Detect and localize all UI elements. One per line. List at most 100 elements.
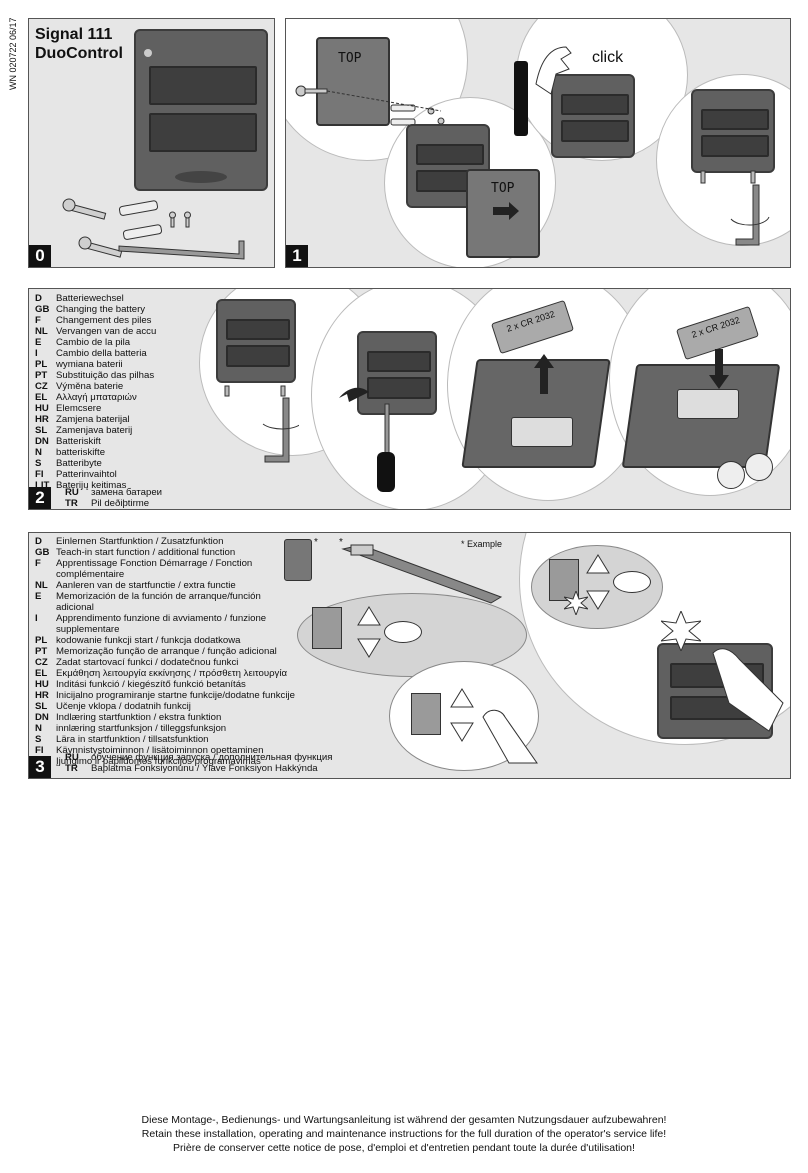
language-text: wymiana baterii	[56, 359, 123, 370]
language-row: SL Zamenjava baterij	[35, 425, 311, 436]
flash-icon	[564, 591, 588, 615]
wall-edge	[514, 61, 528, 136]
remote-cover-open	[406, 124, 490, 208]
language-code: PL	[35, 635, 48, 646]
language-text: Inicijalno programiranje startne funkcij…	[56, 690, 295, 701]
language-code: NL	[35, 326, 48, 337]
language-code: FI	[35, 469, 44, 480]
language-code: DN	[35, 436, 49, 447]
oval-function-button-3	[613, 571, 651, 593]
language-row: PT Substituição das pilhas	[35, 370, 311, 381]
remote-pry	[357, 331, 437, 415]
example-note: * Example	[461, 539, 503, 549]
seven-seg-display-2	[411, 693, 441, 735]
battery-holder-2	[677, 389, 739, 419]
top-label-2: TOP	[491, 181, 515, 196]
language-text: Zamenjava baterij	[56, 425, 133, 436]
language-text: Cambio de la pila	[56, 337, 131, 348]
battery-holder-1	[511, 417, 573, 447]
backplate	[316, 37, 390, 126]
step-number-0: 0	[29, 245, 51, 267]
language-code: E	[35, 591, 42, 602]
language-text: Inditási funkció / kiegészítő funkció be…	[56, 679, 246, 690]
language-code: PT	[35, 370, 48, 381]
language-row: D Batteriewechsel	[35, 293, 311, 304]
language-text: Baþlatma Fonksiyonunu / Ýlave Fonksiyon …	[91, 763, 318, 774]
step-number-1: 1	[286, 245, 308, 267]
up-arrow-button-3	[586, 554, 610, 574]
language-row: PT Memorização função de arranque / funçã…	[35, 646, 301, 657]
up-arrow-button-2	[450, 688, 474, 708]
language-text: Batteriewechsel	[56, 293, 124, 304]
product-title-line1: Signal 111	[35, 26, 113, 43]
language-code: SL	[35, 425, 48, 436]
panel-step-0: Signal 111 DuoControl 0	[28, 18, 275, 268]
language-code: D	[35, 293, 42, 304]
product-title: Signal 111 DuoControl	[35, 25, 123, 63]
language-code: HR	[35, 414, 49, 425]
language-text: замена батареи	[91, 487, 163, 498]
language-text: обучение функция запуска / дополнительна…	[91, 752, 333, 763]
language-code: PT	[35, 646, 48, 657]
language-code: NL	[35, 580, 48, 591]
language-text: Käynnistystoiminnon / lisätoiminnon opet…	[56, 745, 264, 756]
language-text: Apprentissage Fonction Démarrage / Fonct…	[56, 558, 253, 580]
language-code: RU	[65, 752, 79, 763]
footer-retention-notice: Diese Montage-, Bedienungs- und Wartungs…	[0, 1113, 808, 1155]
screwdriver-icon	[339, 387, 395, 492]
language-text: Changing the battery	[56, 304, 146, 315]
language-text: Įjungimo ir papildomos funkcijos program…	[56, 756, 261, 767]
language-text: Lära in startfunktion / tillsatsfunktion	[56, 734, 209, 745]
language-text: Apprendimento funzione di avviamento / f…	[56, 613, 267, 635]
language-row: FI Patterinvaihtol	[35, 469, 311, 480]
language-text: Substituição das pilhas	[56, 370, 155, 381]
language-text: kodowanie funkcji start / funkcja dodatk…	[56, 635, 241, 646]
language-code: TR	[65, 498, 78, 509]
remote-mounted	[691, 89, 775, 173]
language-text: Cambio della batteria	[56, 348, 147, 359]
screw-hexkey-icon	[700, 170, 770, 246]
language-text: Memorização função de arranque / função …	[56, 646, 277, 657]
language-code: N	[35, 723, 42, 734]
up-arrow-button-1	[357, 606, 381, 626]
signal-flash-icon	[661, 611, 701, 651]
remote-button-lower	[149, 113, 257, 152]
language-text: Elemcsere	[56, 403, 102, 414]
language-text: Patterinvaihtol	[56, 469, 117, 480]
footer-line-en: Retain these installation, operating and…	[141, 1128, 667, 1140]
language-code: DN	[35, 712, 49, 723]
down-arrow-button-1	[357, 638, 381, 658]
language-text: Teach-in start function / additional fun…	[56, 547, 236, 558]
oval-function-button-1	[384, 621, 422, 643]
language-text: Zadat startovací funkci / dodatečnou fun…	[56, 657, 239, 668]
language-code: D	[35, 536, 42, 547]
language-code: HU	[35, 679, 49, 690]
language-row: PL kodowanie funkcji start / funkcja doda…	[35, 635, 301, 646]
language-text: Učenje vklopa / dodatnih funkcij	[56, 701, 191, 712]
hexkey-unscrew-icon	[224, 385, 299, 463]
